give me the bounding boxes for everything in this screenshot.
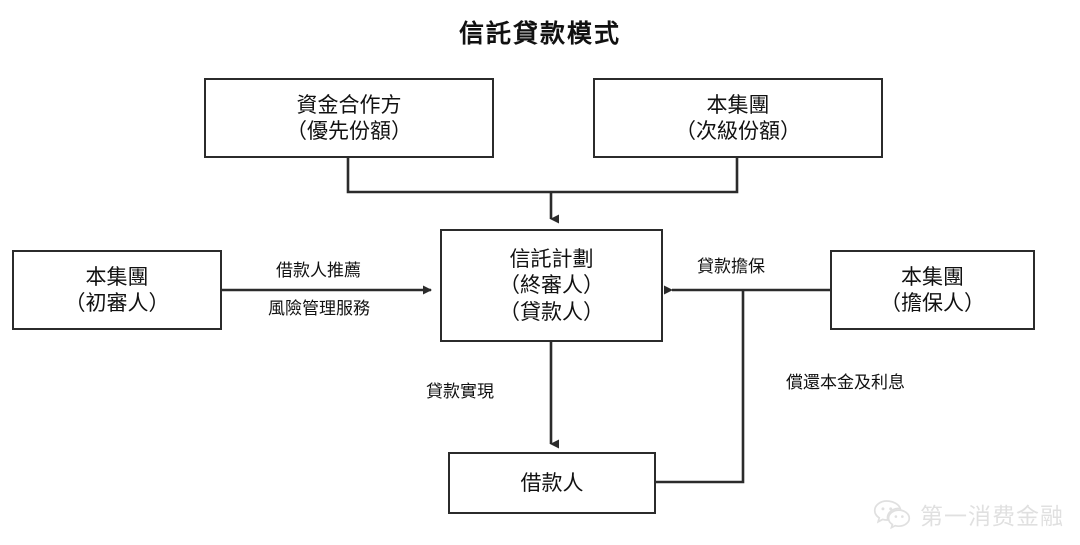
node-borrower-line1: 借款人	[520, 470, 584, 495]
node-funding-partner[interactable]: 資金合作方 （優先份額）	[204, 78, 494, 158]
node-borrower[interactable]: 借款人	[448, 452, 656, 514]
node-trust-plan-line3: （貸款人）	[499, 299, 604, 324]
edge-label-loan-guarantee: 貸款擔保	[697, 257, 765, 277]
edge-label-loan-disbursement: 貸款實現	[426, 382, 494, 402]
edge-borrower-repayment-loop	[656, 290, 745, 484]
node-guarantor-line1: 本集團	[901, 264, 964, 289]
node-first-reviewer-line1: 本集團	[85, 264, 149, 289]
page-title: 信託貸款模式	[458, 19, 621, 48]
node-group-first-reviewer[interactable]: 本集團 （初審人）	[12, 250, 222, 330]
edge-label-repay-principal-interest: 償還本金及利息	[786, 373, 905, 393]
node-trust-plan[interactable]: 信託計劃 （終審人） （貸款人）	[440, 229, 663, 342]
node-funding-partner-line1: 資金合作方	[296, 92, 402, 117]
watermark: 第一消费金融	[873, 497, 1064, 531]
node-guarantor-line2: （擔保人）	[880, 291, 985, 315]
node-group-junior-tranche[interactable]: 本集團 （次級份額）	[593, 78, 883, 158]
node-group-junior-line2: （次級份額）	[675, 119, 801, 143]
node-trust-plan-line2: （終審人）	[499, 273, 604, 298]
watermark-text: 第一消费金融	[920, 504, 1064, 530]
node-group-junior-line1: 本集團	[706, 92, 770, 117]
node-first-reviewer-line2: （初審人）	[64, 291, 170, 315]
wechat-icon	[873, 499, 911, 530]
edge-label-risk-management-service: 風險管理服務	[268, 299, 370, 319]
node-trust-plan-line1: 信託計劃	[509, 246, 594, 271]
node-group-guarantor[interactable]: 本集團 （擔保人）	[830, 250, 1035, 330]
edge-label-borrower-referral: 借款人推薦	[276, 261, 361, 281]
node-funding-partner-line2: （優先份額）	[286, 119, 412, 143]
edge-funding-partner-to-trust	[346, 157, 739, 194]
